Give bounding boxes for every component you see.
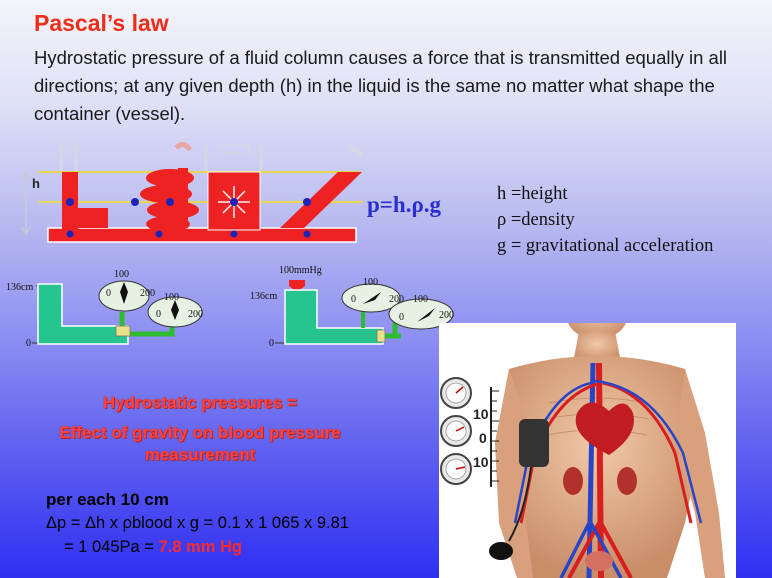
gauge-small-bottom-icon [440,453,472,485]
scale-bottom-label: 10 [473,454,489,470]
gauge-1-top: 100 [114,269,129,280]
bp-cuff [519,419,549,467]
gauge-3-left: 0 [351,294,356,305]
gauge-2-left: 0 [156,309,161,320]
slide-title: Pascal’s law [34,10,169,36]
right-zero-label: 0 [269,338,274,349]
gauge-4-top: 100 [413,294,428,305]
gauge-small-top-icon [440,377,472,409]
calc-line-2-text: = 1 045Pa = [64,538,159,556]
calc-line-2: = 1 045Pa = 7.8 mm Hg [64,538,242,557]
calc-line-1: Δp = Δh x ρblood x g = 0.1 x 1 065 x 9.8… [46,514,349,532]
gauge-4: 100 0 200 [388,294,454,330]
hydrostatic-subheading: Effect of gravity on blood pressure meas… [59,423,341,464]
intro-text: Hydrostatic pressure of a fluid column c… [34,47,728,124]
pascal-formula: p=h.ρ.g [367,192,441,217]
hydrostatic-heading: Hydrostatic pressures = [102,393,298,412]
manometer-right: 100mmHg 136cm 0 100 0 200 100 0 200 [250,265,454,349]
scale-top-label: 10 [473,406,489,422]
legend-height: h =height [497,184,568,204]
left-zero-label: 0 [26,338,31,349]
gauge-3: 100 0 200 [341,277,404,313]
kidney-left-icon [563,467,583,495]
pressure-label: 100mmHg [279,265,322,276]
anatomy-illustration: 10 0 10 [440,323,725,578]
anatomy-figure: 10 0 10 [439,323,736,578]
calc-heading: per each 10 cm [46,490,169,509]
gauge-2: 100 0 200 [147,292,203,328]
gauge-2-right: 200 [188,309,203,320]
kidney-right-icon [617,467,637,495]
bulb-icon [489,542,513,560]
pressure-arrow [289,280,305,292]
right-vessel [284,289,384,345]
gauge-1-left: 0 [106,288,111,299]
base-tube [47,227,357,243]
gauge-4-right: 200 [439,310,454,321]
gauge-1-right: 200 [140,288,155,299]
vessels-diagram: h [21,142,363,243]
vessel-slanted [280,172,362,228]
gauge-4-left: 0 [399,312,404,323]
gauge-3-top: 100 [363,277,378,288]
calc-result: 7.8 mm Hg [158,538,242,556]
legend-density: ρ =density [497,210,575,230]
gauge-2-top: 100 [164,292,179,303]
left-height-label: 136cm [6,282,33,293]
scale-mid-label: 0 [479,430,487,446]
right-height-label: 136cm [250,291,277,302]
gauge-1: 100 0 200 [98,269,155,312]
heart-icon [575,402,634,455]
vessel-spiral [140,168,199,232]
legend-gravity: g = gravitational acceleration [497,236,714,256]
h-label: h [32,176,40,191]
gauge-3-right: 200 [389,294,404,305]
gauge-small-mid-icon [440,415,472,447]
manometer-left: 136cm 0 100 0 200 100 0 200 [6,269,203,349]
